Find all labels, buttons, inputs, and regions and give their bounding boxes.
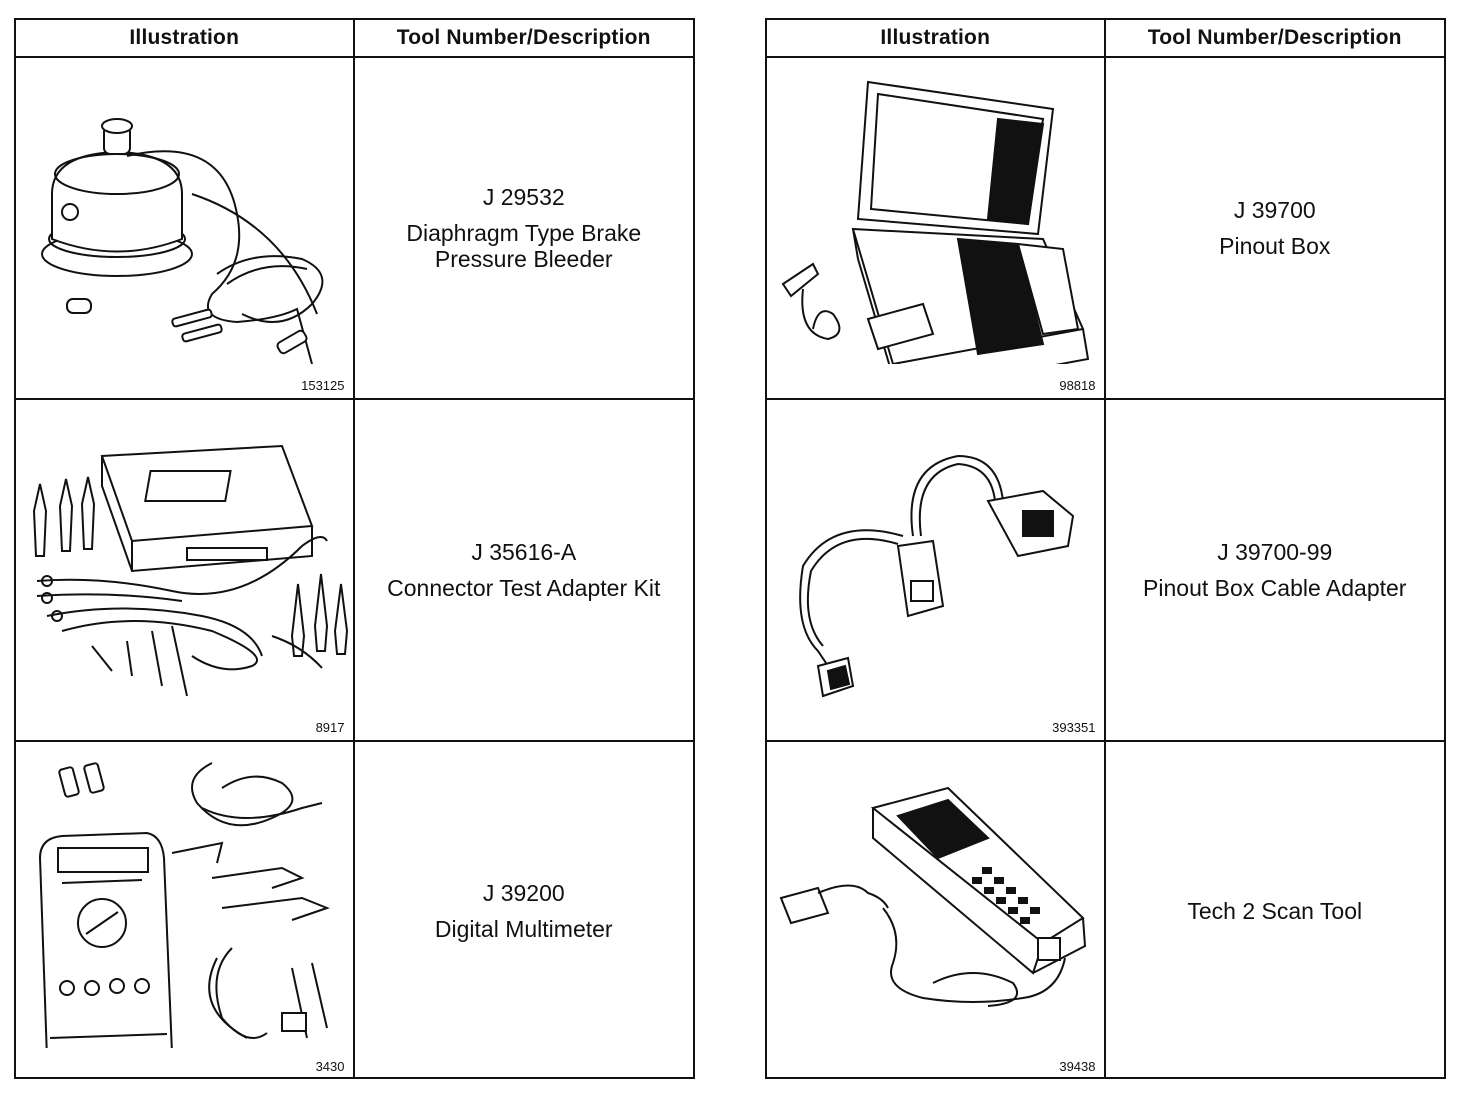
tool-description-line1: Pinout Box [1219,233,1331,259]
multimeter-icon [22,748,348,1048]
tool-description-cell: J 35616-A Connector Test Adapter Kit [355,400,694,740]
tool-table-right: Illustration Tool Number/Description 988… [765,18,1446,1079]
table-row: 8917 J 35616-A Connector Test Adapter Ki… [16,400,693,742]
header-tool-description: Tool Number/Description [1147,26,1402,49]
adapter-kit-icon [22,406,348,706]
figure-number: 153125 [301,378,345,393]
tool-description-line1: Diaphragm Type Brake [406,220,642,246]
tool-description-cell: J 39200 Digital Multimeter [355,742,694,1079]
tool-description-cell: Tech 2 Scan Tool [1106,742,1445,1079]
brake-bleeder-icon [22,64,348,364]
cable-adapter-icon [773,406,1099,706]
tool-description-cell: J 39700 Pinout Box [1106,58,1445,398]
figure-number: 3430 [315,1059,345,1074]
tool-description-line1: Tech 2 Scan Tool [1187,897,1363,924]
illustration-cell: 3430 [16,742,355,1079]
tool-number: J 39700-99 [1217,539,1333,565]
table-row: 393351 J 39700-99 Pinout Box Cable Adapt… [767,400,1444,742]
figure-number: 393351 [1052,720,1096,735]
tool-number: J 39200 [482,879,565,906]
tool-number: J 29532 [482,184,565,210]
tool-description-line1: Pinout Box Cable Adapter [1143,575,1407,601]
tool-description-line1: Digital Multimeter [434,915,613,942]
header-tool-description: Tool Number/Description [396,26,651,49]
tool-description-cell: J 39700-99 Pinout Box Cable Adapter [1106,400,1445,740]
illustration-cell: 393351 [767,400,1106,740]
table-row: 153125 J 29532 Diaphragm Type Brake Pres… [16,58,693,400]
table-row: 98818 J 39700 Pinout Box [767,58,1444,400]
illustration-cell: 39438 [767,742,1106,1079]
illustration-cell: 98818 [767,58,1106,398]
tool-description-line1: Connector Test Adapter Kit [387,575,661,601]
figure-number: 98818 [1059,378,1096,393]
header-illustration: Illustration [16,20,355,56]
illustration-cell: 8917 [16,400,355,740]
tool-description-cell: J 29532 Diaphragm Type Brake Pressure Bl… [355,58,694,398]
pinout-box-icon [773,64,1099,364]
table-row: 3430 J 39200 Digital Multimeter [16,742,693,1079]
table-row: 39438 Tech 2 Scan Tool [767,742,1444,1079]
figure-number: 39438 [1059,1059,1096,1074]
tool-number: J 35616-A [471,539,577,565]
tool-number: J 39700 [1233,197,1316,223]
table-header: Illustration Tool Number/Description [767,20,1444,58]
tool-table-left: Illustration Tool Number/Description [14,18,695,1079]
figure-number: 8917 [315,720,345,735]
header-illustration: Illustration [767,20,1106,56]
scan-tool-icon [773,748,1099,1048]
table-header: Illustration Tool Number/Description [16,20,693,58]
illustration-cell: 153125 [16,58,355,398]
tool-description-line2: Pressure Bleeder [434,246,613,272]
